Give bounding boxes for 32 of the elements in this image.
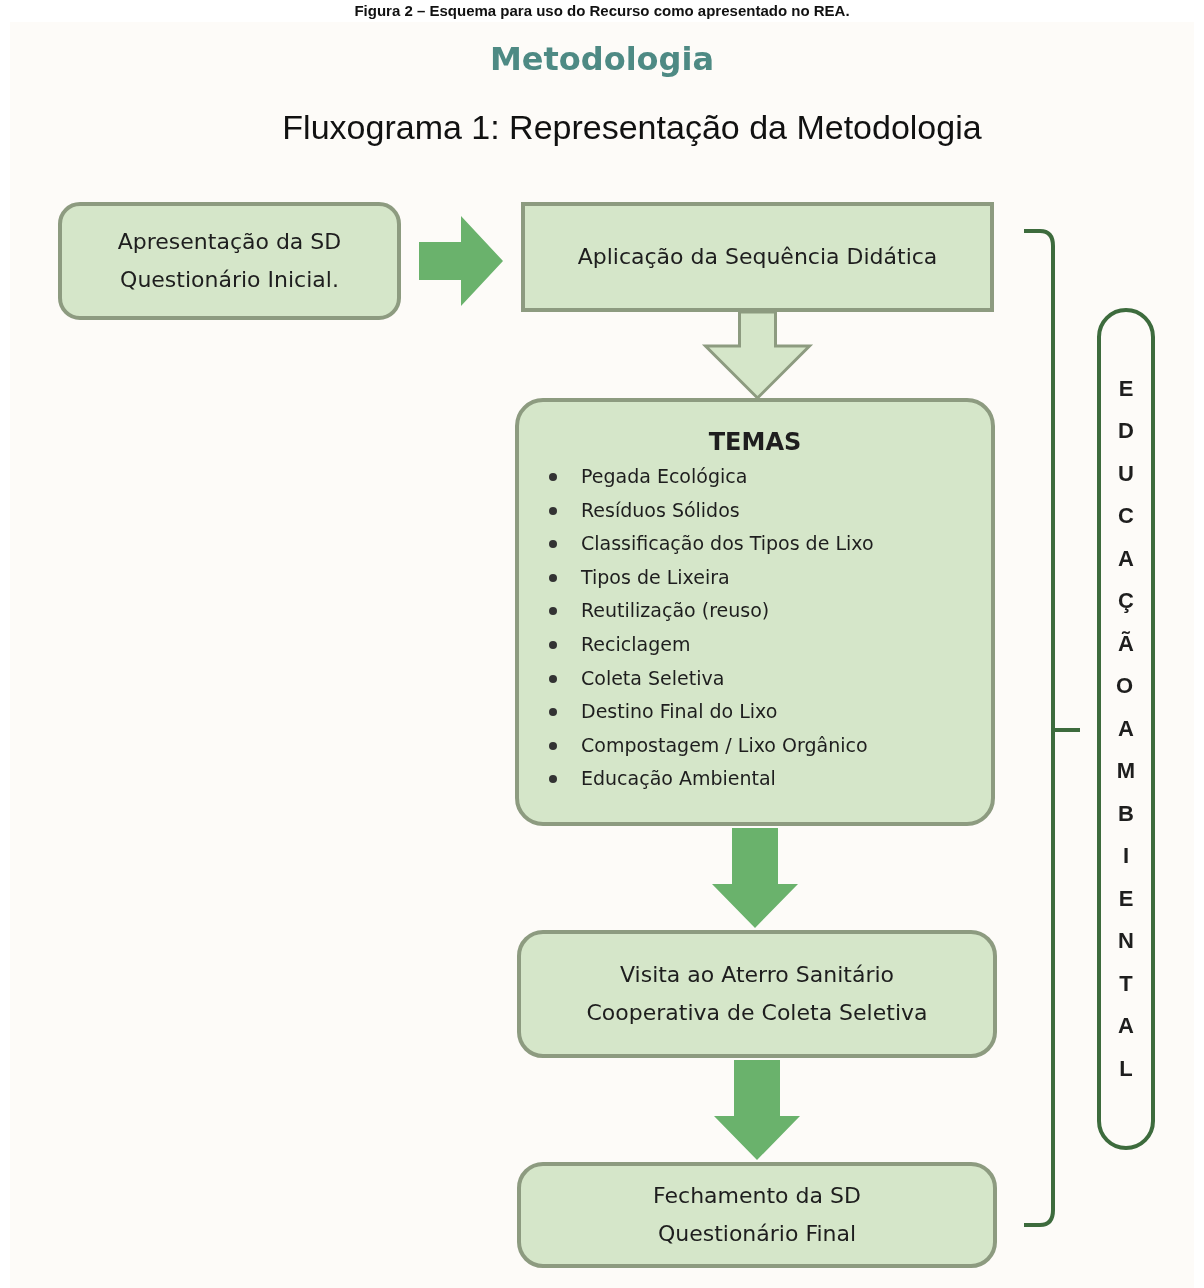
block-arrow (419, 216, 503, 306)
bullet-item: Reciclagem (549, 628, 991, 662)
box-text: Questionário Inicial. (120, 266, 339, 294)
bullet-item: Tipos de Lixeira (549, 560, 991, 595)
bullet-item: Resíduos Sólidos (549, 493, 991, 528)
bullet-item: Coleta Seletiva (549, 661, 991, 696)
topics-box (515, 398, 995, 826)
title: Metodologia (488, 40, 716, 78)
block-arrow (701, 310, 814, 401)
box-text: Visita ao Aterro Sanitário (620, 961, 894, 989)
process-box (517, 1162, 997, 1268)
box-text: Apresentação da SD (117, 228, 342, 256)
block-arrow (712, 828, 798, 928)
heading: TEMAS (708, 428, 802, 457)
vertical-label: EDUCAÇÃO AMBIENTAL (1116, 374, 1136, 1083)
box-text: Cooperativa de Coleta Seletiva (586, 999, 928, 1027)
subtitle: Fluxograma 1: Representação da Metodologia (281, 108, 983, 147)
caption: Figura 2 – Esquema para uso do Recurso como apresentado no REA. (353, 2, 851, 19)
process-box (521, 202, 994, 312)
process-box (58, 202, 401, 320)
box-text: Fechamento da SD (653, 1182, 861, 1210)
box-text: Aplicação da Sequência Didática (577, 243, 938, 271)
bullet-item: Classificação dos Tipos de Lixo (549, 527, 991, 561)
bullet-item: Compostagem / Lixo Orgânico (549, 728, 991, 763)
bullet-item: Reutilização (reuso) (549, 594, 991, 628)
bullet-item: Pegada Ecológica (549, 460, 991, 494)
vertical-label-box (1097, 308, 1155, 1150)
process-box (517, 930, 997, 1058)
block-arrow (714, 1060, 800, 1160)
bullet-item: Destino Final do Lixo (549, 695, 991, 729)
bullet-item: Educação Ambiental (549, 762, 991, 796)
box-text: Questionário Final (657, 1220, 857, 1248)
